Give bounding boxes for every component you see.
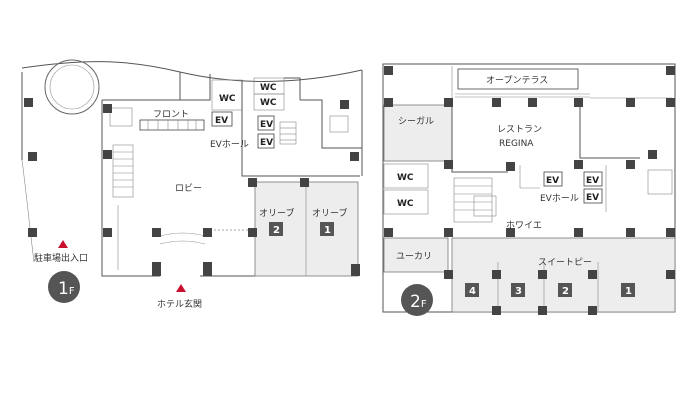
seagull-room — [383, 104, 453, 162]
ev-box-1f-b — [257, 115, 275, 131]
ev-hall-label-2f: EVホール — [540, 193, 579, 204]
olive-number-box-1 — [320, 222, 334, 236]
ev-box-2f-a — [543, 171, 563, 187]
olive-number-box-2 — [269, 222, 283, 236]
hotel-entrance-label: ホテル玄関 — [157, 298, 202, 310]
wc-label-2f-b: WC — [397, 199, 414, 209]
sweet-pea-number-box-1 — [621, 283, 635, 297]
eucalyptus-label: ユーカリ — [396, 251, 432, 262]
floor-1-badge-text: 1F — [58, 279, 75, 299]
open-terrace-label: オープンテラス — [486, 75, 548, 86]
ev-box-2f-c — [583, 188, 603, 204]
wc-label-1f-b: WC — [260, 83, 277, 93]
restaurant-name-label: REGINA — [499, 139, 534, 149]
wc-room-2f-b — [383, 189, 429, 215]
wc-label-1f-a: WC — [219, 94, 236, 104]
front-label: フロント — [153, 110, 189, 120]
parking-entrance-marker — [58, 240, 68, 248]
ev-label-1f-b: EV — [260, 120, 273, 130]
open-terrace-room — [457, 68, 579, 90]
sweet-pea-number-1: 1 — [625, 286, 632, 297]
floor-2-badge-text: 2F — [410, 292, 427, 312]
olive-label-right: オリーブ — [312, 207, 347, 219]
ev-box-1f-c — [257, 133, 275, 149]
floor-2-badge — [401, 284, 433, 316]
ev-box-1f-a — [211, 111, 233, 127]
olive-number-2: 2 — [273, 225, 280, 236]
ev-box-2f-b — [583, 171, 603, 187]
seagull-label: シーガル — [398, 116, 434, 127]
sweet-pea-number-4: 4 — [469, 286, 476, 297]
wc-room-2f-a — [383, 163, 429, 189]
sweet-pea-number-box-3 — [511, 283, 525, 297]
ev-hall-label-1f: EVホール — [210, 139, 249, 150]
sweet-pea-room — [451, 237, 676, 313]
lobby-label: ロビー — [175, 183, 202, 194]
eucalyptus-room — [383, 237, 449, 273]
ev-label-1f-c: EV — [260, 138, 273, 148]
ev-label-1f-a: EV — [215, 116, 228, 126]
front-desk — [139, 119, 205, 131]
ev-label-2f-c: EV — [586, 193, 599, 203]
sweet-pea-number-box-2 — [558, 283, 572, 297]
parking-entrance-label: 駐車場出入口 — [34, 252, 88, 264]
olive-number-1: 1 — [324, 225, 331, 236]
foyer-label: ホワイエ — [506, 220, 542, 231]
sweet-pea-number-2: 2 — [562, 286, 569, 297]
sweet-pea-label: スイートピー — [538, 257, 592, 268]
sweet-pea-number-3: 3 — [515, 286, 522, 297]
ev-label-2f-b: EV — [586, 176, 599, 186]
floor-2-plan: オープンテラス シーガル レストラン REGINA WC WC EV EV EV… — [382, 63, 676, 316]
hotel-entrance-marker — [176, 284, 186, 292]
ev-label-2f-a: EV — [546, 176, 559, 186]
floor-1-plan: フロント WC WC WC EV EV EV EVホール ロビー オリーブ オリ… — [21, 59, 363, 310]
wc-label-1f-c: WC — [260, 98, 277, 108]
sweet-pea-number-box-4 — [465, 283, 479, 297]
wc-label-2f-a: WC — [397, 173, 414, 183]
olive-label-left: オリーブ — [259, 207, 294, 219]
floor-1-badge — [48, 271, 80, 303]
restaurant-label: レストラン — [497, 124, 542, 135]
